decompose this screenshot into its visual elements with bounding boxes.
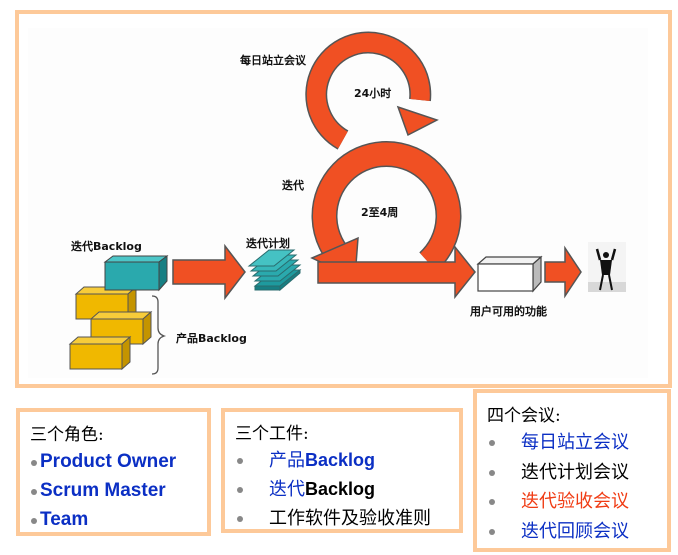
increment-label: 用户可用的功能	[470, 305, 547, 318]
product-backlog-block	[68, 335, 132, 371]
artifact-item-rest: 工作软件及验收准则	[269, 508, 431, 529]
artifact-item-rest: Backlog	[305, 479, 376, 499]
artifact-item-rest: Backlog	[305, 450, 376, 470]
sprint-plan-stack-icon	[247, 249, 302, 292]
roles-list: Product Owner Scrum Master Team	[30, 447, 207, 534]
artifact-item: 迭代Backlog	[235, 475, 459, 504]
artifact-item: 产品Backlog	[235, 446, 459, 475]
daily-cycle-label: 24小时	[354, 87, 392, 100]
iteration-label: 迭代	[282, 179, 304, 192]
roles-box: 三个角色: Product Owner Scrum Master Team	[16, 408, 211, 536]
meeting-item: 迭代验收会议	[487, 487, 667, 517]
meeting-item: 迭代回顾会议	[487, 517, 667, 547]
artifact-item-highlight: 迭代	[269, 479, 305, 500]
product-backlog-label: 产品Backlog	[176, 332, 247, 345]
daily-meeting-label: 每日站立会议	[240, 54, 306, 67]
meetings-list: 每日站立会议 迭代计划会议 迭代验收会议 迭代回顾会议	[487, 428, 667, 546]
role-item: Product Owner	[30, 447, 207, 476]
flow-arrow-icon	[544, 245, 582, 299]
artifact-item-highlight: 产品	[269, 450, 305, 471]
product-backlog-blocks-icon	[68, 285, 153, 371]
artifacts-box: 三个工件: 产品Backlog 迭代Backlog 工作软件及验收准则	[221, 408, 463, 533]
happy-user-icon	[588, 242, 626, 292]
meetings-box: 四个会议: 每日站立会议 迭代计划会议 迭代验收会议 迭代回顾会议	[473, 389, 671, 552]
daily-cycle-arrow-icon	[305, 31, 439, 150]
flow-arrow-icon	[172, 243, 246, 301]
increment-box-icon	[476, 255, 543, 293]
artifacts-title: 三个工件:	[235, 424, 309, 444]
sprint-backlog-label: 迭代Backlog	[71, 240, 142, 253]
meetings-title: 四个会议:	[487, 406, 561, 426]
sprint-planning-label: 迭代计划	[246, 237, 290, 250]
meeting-item: 每日站立会议	[487, 428, 667, 458]
product-backlog-brace	[151, 295, 167, 375]
iteration-cycle-label: 2至4周	[361, 206, 399, 219]
meeting-item: 迭代计划会议	[487, 458, 667, 488]
roles-title: 三个角色:	[30, 425, 104, 445]
sprint-backlog-block-icon	[103, 255, 169, 292]
flow-arrow-icon	[317, 244, 476, 300]
role-item: Team	[30, 505, 207, 534]
product-backlog-block	[74, 285, 138, 321]
scrum-process-diagram	[68, 31, 626, 375]
role-item: Scrum Master	[30, 476, 207, 505]
artifact-item: 工作软件及验收准则	[235, 504, 459, 533]
artifacts-list: 产品Backlog 迭代Backlog 工作软件及验收准则	[235, 446, 459, 533]
